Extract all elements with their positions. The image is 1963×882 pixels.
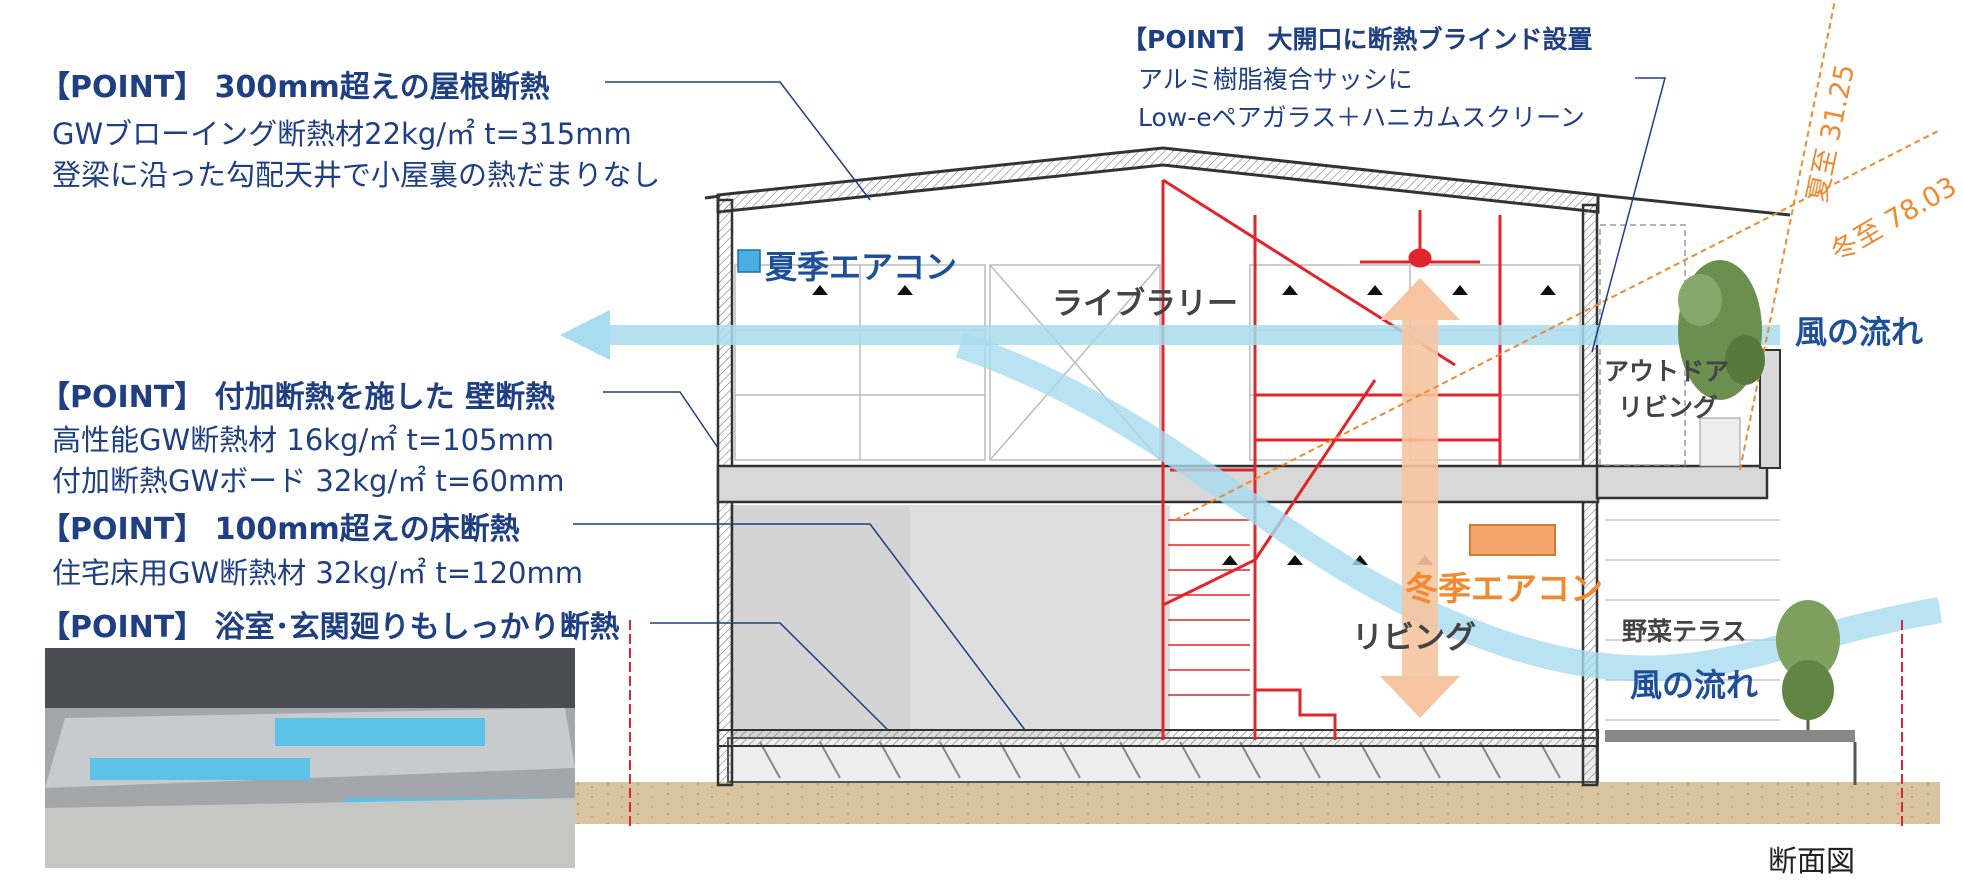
roof-insulation-line-1: GWブローイング断熱材22kg/㎡ t=315mm: [52, 117, 632, 151]
insulation-photo: [45, 648, 575, 868]
bath-area-light: [910, 505, 1170, 738]
blind-title: 【POINT】 大開口に断熱ブラインド設置: [1122, 25, 1593, 54]
blind-line-2: Low-eペアガラス＋ハニカムスクリーン: [1138, 103, 1585, 132]
roof-eave-right: [1597, 193, 1791, 217]
second-floor-slab: [716, 464, 1600, 504]
summer-ac-label: 夏季エアコン: [765, 248, 958, 286]
vegetable-terrace-label: 野菜テラス: [1622, 617, 1747, 646]
living-label: リビング: [1352, 620, 1476, 656]
winter-sun-line: [1174, 129, 1941, 521]
wall-insulation-line-1: 高性能GW断熱材 16kg/㎡ t=105mm: [52, 423, 554, 457]
plant-outdoor: [1678, 260, 1765, 467]
roof: [716, 146, 1600, 214]
outdoor-living-label-2: リビング: [1618, 393, 1719, 422]
winter-ac-label: 冬季エアコン: [1405, 569, 1603, 608]
outdoor-living-label-1: アウトドア: [1604, 357, 1730, 386]
heat-arrow: [1380, 278, 1460, 718]
terrace-slab: [1595, 464, 1769, 500]
floor-insulation-title: 【POINT】 100mm超えの床断熱: [40, 512, 520, 547]
summer-ac-unit: [737, 249, 761, 273]
wall-insulation-title: 【POINT】 付加断熱を施した 壁断熱: [40, 380, 556, 415]
roof-insulation-title: 【POINT】 300mm超えの屋根断熱: [40, 70, 550, 105]
section-caption: 断面図: [1768, 844, 1856, 878]
ceiling-fan: [1360, 210, 1480, 268]
roof-insulation-line-2: 登梁に沿った勾配天井で小屋裏の熱だまりなし: [52, 158, 661, 192]
blind-line-1: アルミ樹脂複合サッシに: [1138, 65, 1413, 94]
plant-terrace: [1776, 600, 1840, 730]
bath-insulation-title: 【POINT】 浴室･玄関廻りもしっかり断熱: [40, 610, 620, 645]
wind-flow-lower-label: 風の流れ: [1630, 666, 1759, 704]
floor-insulation-line-1: 住宅床用GW断熱材 32kg/㎡ t=120mm: [52, 556, 583, 590]
ground: [575, 782, 1940, 824]
wind-flow-upper-label: 風の流れ: [1795, 313, 1924, 351]
wall-insulation-line-2: 付加断熱GWボード 32kg/㎡ t=60mm: [52, 464, 565, 498]
winter-ac-unit: [1469, 524, 1556, 556]
ground-floor-slab: [717, 729, 1599, 747]
library-label: ライブラリー: [1052, 286, 1238, 322]
